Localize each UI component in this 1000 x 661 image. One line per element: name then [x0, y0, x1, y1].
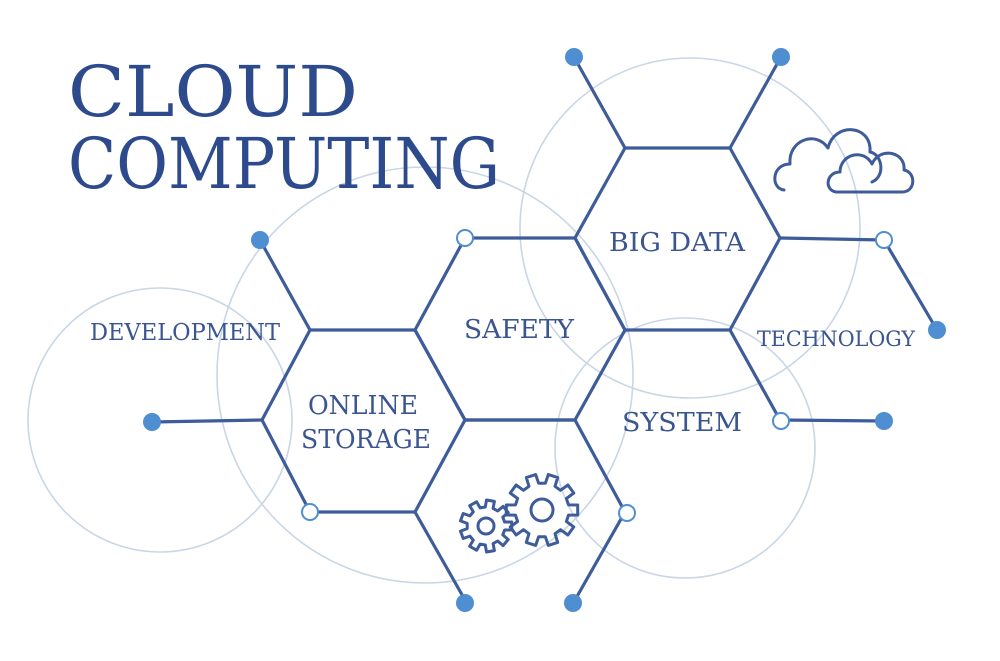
node-filled — [565, 48, 583, 66]
node-open — [875, 231, 893, 249]
gears-icon — [459, 473, 580, 554]
nodes — [143, 48, 946, 612]
edge-gears-bottom-left — [413, 510, 467, 602]
title-line-2: COMPUTING — [68, 123, 500, 205]
node-open — [301, 503, 319, 521]
spoke-big-data-top-left — [572, 55, 627, 150]
node-filled — [564, 594, 582, 612]
labels: DEVELOPMENT ONLINE STORAGE SAFETY BIG DA… — [90, 228, 916, 455]
node-filled — [928, 321, 946, 339]
hex-network — [150, 55, 939, 602]
label-safety: SAFETY — [464, 315, 575, 345]
gear-large-icon — [504, 473, 580, 547]
spoke-system-right — [778, 418, 886, 423]
label-storage: STORAGE — [301, 425, 431, 455]
node-filled — [143, 413, 161, 431]
background-rings — [27, 57, 861, 584]
node-filled — [251, 231, 269, 249]
node-open — [456, 229, 474, 247]
spoke-big-data-right — [778, 236, 886, 242]
spoke-development-left — [150, 418, 264, 424]
node-filled — [772, 48, 790, 66]
ring-system — [554, 317, 816, 579]
node-filled — [875, 412, 893, 430]
label-development: DEVELOPMENT — [90, 320, 281, 346]
spoke-development-top — [258, 238, 312, 332]
node-filled — [456, 594, 474, 612]
node-open — [618, 504, 636, 522]
ring-storage — [216, 166, 634, 584]
label-technology: TECHNOLOGY — [757, 327, 916, 351]
gear-small-icon — [459, 498, 514, 554]
edge-system-right — [728, 328, 782, 422]
cloud-icon — [773, 128, 915, 194]
title: CLOUD COMPUTING — [68, 51, 500, 205]
node-open — [772, 412, 790, 430]
label-online: ONLINE — [308, 391, 418, 421]
ring-development — [27, 287, 293, 553]
title-line-1: CLOUD — [68, 51, 358, 133]
spoke-technology — [882, 238, 939, 332]
label-big-data: BIG DATA — [609, 228, 746, 258]
ring-big-data — [519, 57, 861, 399]
label-system: SYSTEM — [622, 408, 742, 438]
spoke-big-data-top-right — [728, 55, 783, 150]
hex-gears — [463, 418, 627, 602]
